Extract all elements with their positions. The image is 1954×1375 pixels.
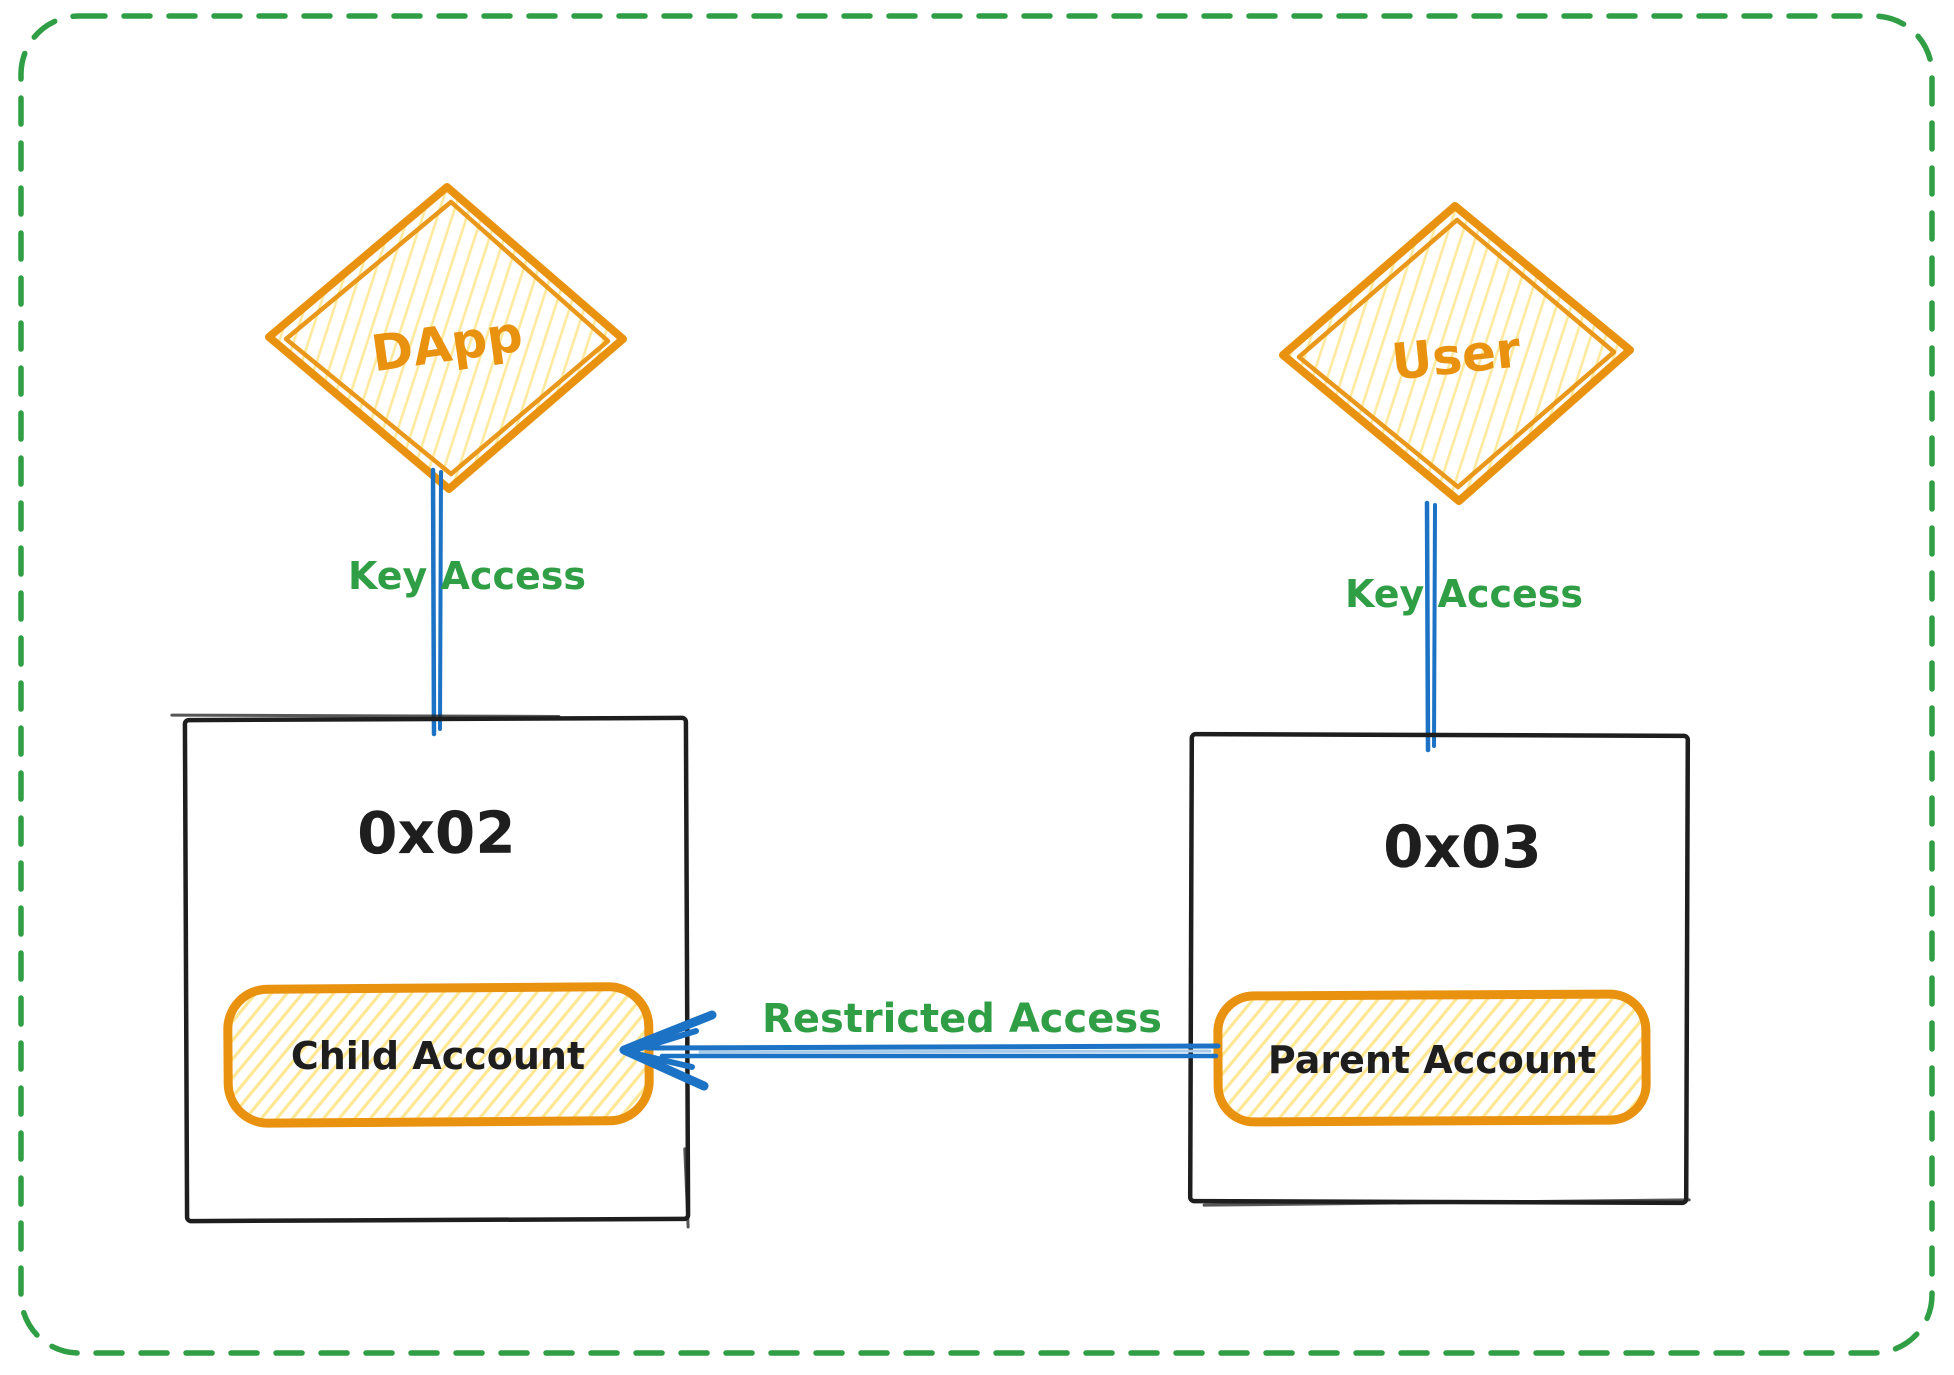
account-box-0x03: 0x03 (1187, 731, 1691, 1207)
account-box-0x02-title: 0x02 (357, 799, 516, 868)
key-access-label-left: Key Access (348, 554, 586, 598)
dapp-key-connector (430, 467, 443, 737)
account-box-0x02: 0x02 (170, 713, 691, 1229)
dapp-diamond: DApp (265, 183, 627, 493)
user-key-connector (1424, 500, 1437, 753)
parent-account-label: Parent Account (1268, 1038, 1596, 1082)
child-account-label: Child Account (291, 1034, 585, 1078)
account-box-0x03-title: 0x03 (1383, 813, 1542, 882)
key-access-label-right: Key Access (1345, 572, 1583, 616)
restricted-access-label: Restricted Access (762, 996, 1162, 1042)
restricted-access-arrow (619, 1010, 1221, 1091)
user-diamond-label: User (1389, 320, 1524, 391)
user-diamond: User (1279, 202, 1634, 505)
parent-account-pill: Parent Account (1213, 989, 1651, 1127)
child-account-pill: Child Account (223, 982, 654, 1128)
outer-dashed-border (18, 13, 1935, 1356)
